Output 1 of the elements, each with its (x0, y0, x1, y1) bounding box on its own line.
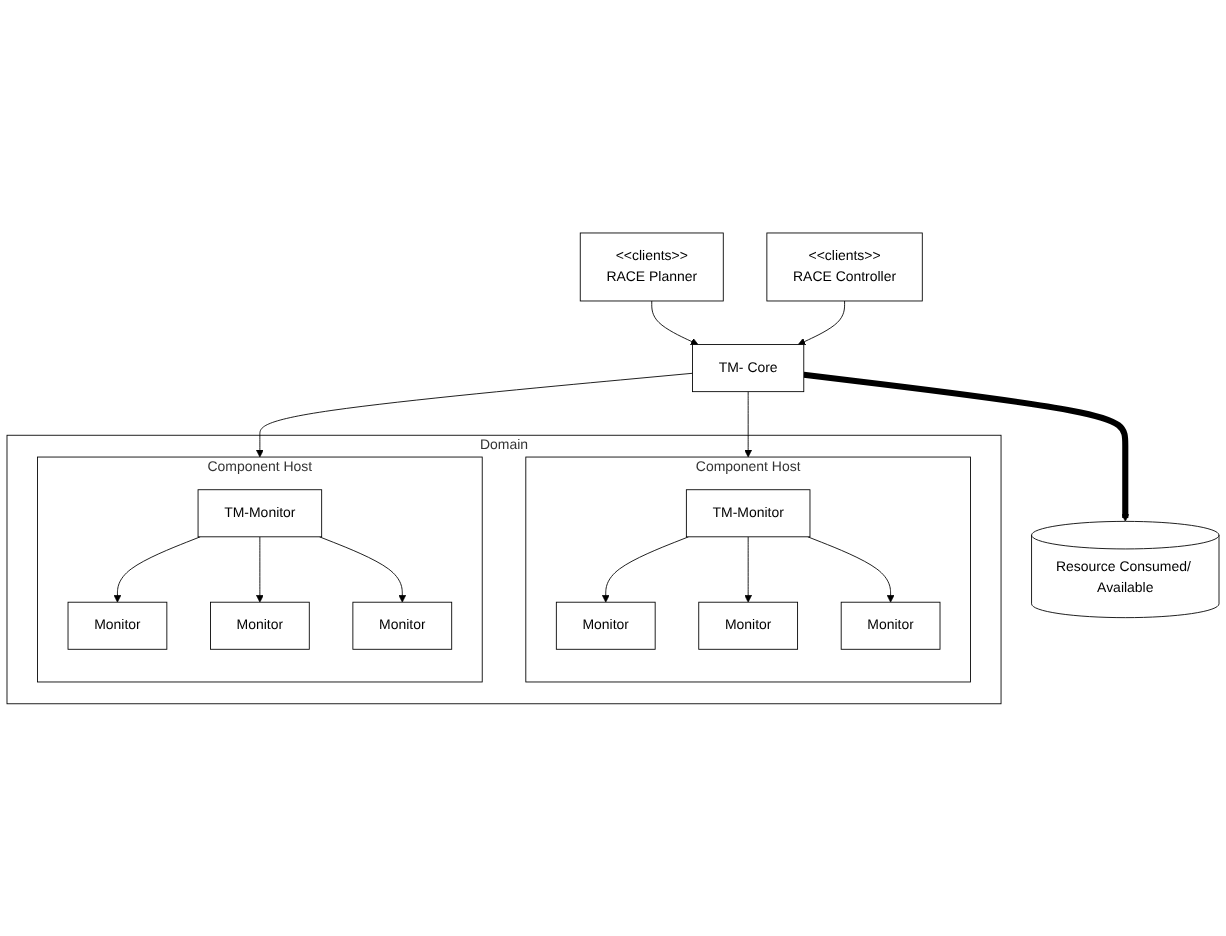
arrow (803, 371, 1130, 522)
